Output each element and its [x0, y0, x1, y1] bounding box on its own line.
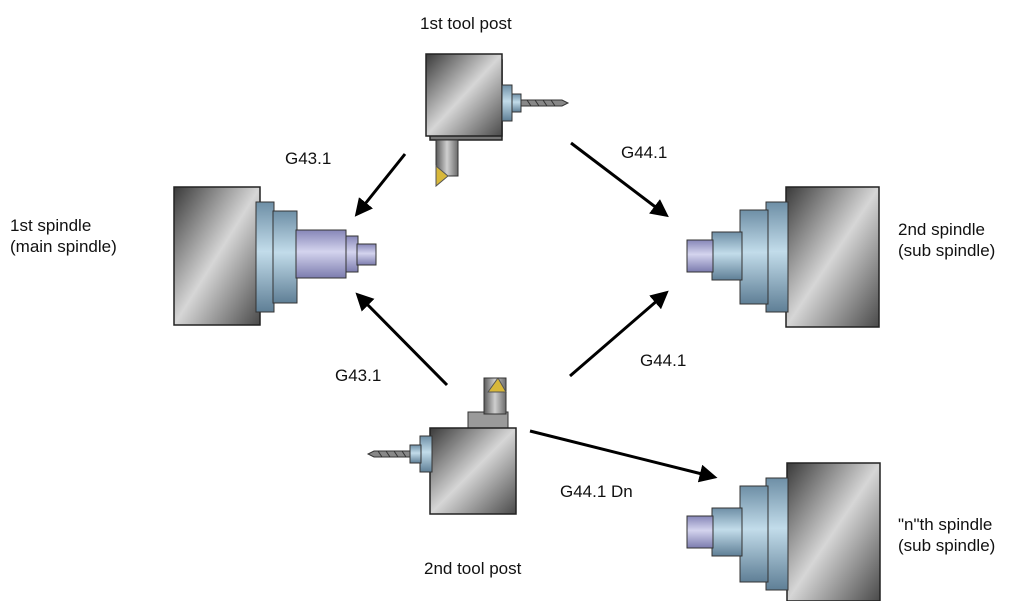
- second-spindle-type: (sub spindle): [898, 241, 996, 260]
- second-tool-post: [366, 377, 517, 515]
- first-tool-post-label: 1st tool post: [420, 14, 512, 33]
- arrow-post2-to-spindle1: [355, 292, 449, 387]
- first-spindle-type: (main spindle): [10, 237, 117, 256]
- arrow-post1-to-spindle1: [354, 153, 407, 217]
- arrow-post2-to-spindle-n: [529, 429, 718, 483]
- nth-spindle-type: (sub spindle): [898, 536, 996, 555]
- first-tool-post: [425, 53, 570, 188]
- first-spindle-name: 1st spindle: [10, 216, 92, 235]
- arrow-post1-to-spindle2: [570, 141, 669, 218]
- command-post2-spindle-n: G44.1 Dn: [560, 482, 633, 501]
- nth-spindle-label: "n"th spindle (sub spindle): [898, 514, 995, 556]
- second-spindle-label: 2nd spindle (sub spindle): [898, 219, 995, 261]
- second-spindle-name: 2nd spindle: [898, 220, 985, 239]
- command-post2-spindle2: G44.1: [640, 351, 687, 370]
- command-post1-spindle2: G44.1: [621, 143, 668, 162]
- arrow-post2-to-spindle2: [569, 290, 669, 378]
- first-spindle-label: 1st spindle (main spindle): [10, 215, 117, 257]
- command-post2-spindle1: G43.1: [335, 366, 382, 385]
- second-spindle: [686, 186, 880, 328]
- first-spindle: [173, 186, 377, 326]
- nth-spindle-name: "n"th spindle: [898, 515, 993, 534]
- nth-spindle: [686, 462, 881, 601]
- command-post1-spindle1: G43.1: [285, 149, 332, 168]
- second-tool-post-label: 2nd tool post: [424, 559, 522, 578]
